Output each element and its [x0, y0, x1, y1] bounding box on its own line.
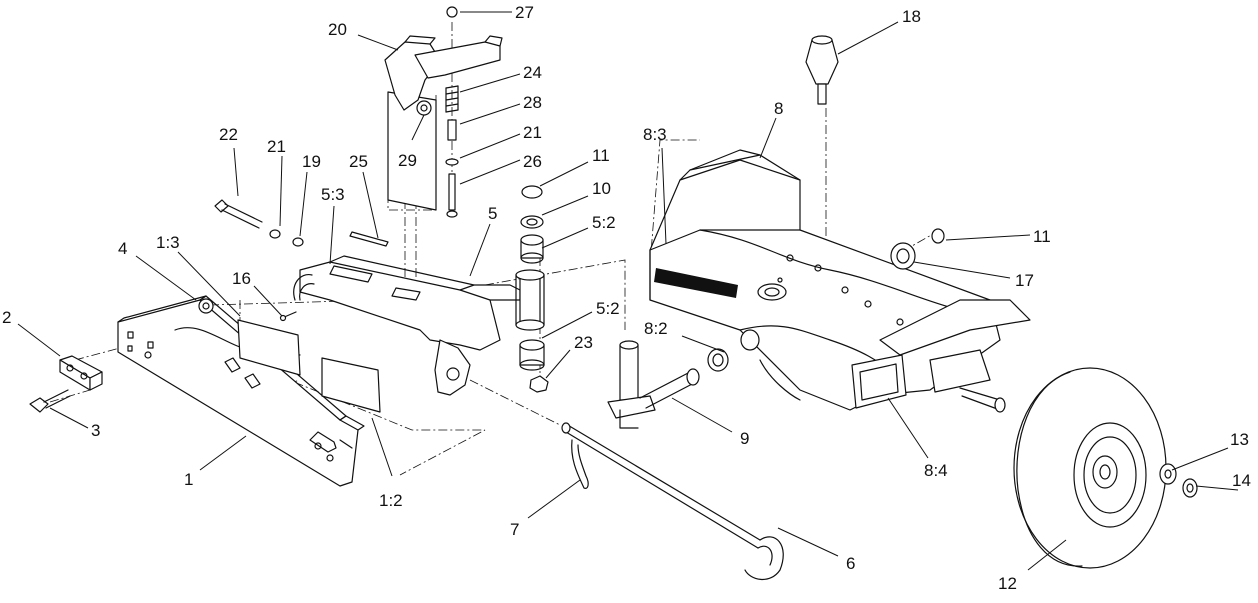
ring-and-bearing-right [890, 228, 945, 270]
callout-16: 16 [232, 269, 251, 288]
nut-part-4 [198, 298, 214, 314]
callout-11-right: 11 [1033, 227, 1051, 246]
callout-1-2: 1:2 [379, 491, 403, 510]
main-frame-part-8 [649, 149, 1031, 411]
caster-spindle-part-9 [607, 329, 801, 429]
callout-25: 25 [349, 152, 368, 171]
side-plate-part-1 [117, 295, 365, 487]
hair-pin-clip-part-7 [571, 439, 589, 489]
spring-pin-stack [445, 6, 459, 218]
callout-5-2-lower: 5:2 [596, 299, 620, 318]
callout-24: 24 [523, 63, 542, 82]
decal-parts-1-2-1-3 [237, 319, 381, 413]
callout-21-upper: 21 [523, 123, 542, 142]
callout-5: 5 [488, 204, 497, 223]
callout-19: 19 [302, 152, 321, 171]
callout-8-2: 8:2 [644, 319, 668, 338]
callout-27: 27 [515, 3, 534, 22]
small-hardware-left [214, 199, 389, 322]
knob-part-18 [805, 35, 839, 105]
pin-part-6 [561, 422, 784, 580]
callout-23: 23 [574, 333, 593, 352]
callout-17: 17 [1015, 271, 1034, 290]
mount-plate-part-2 [59, 355, 103, 391]
callout-5-2-upper: 5:2 [592, 213, 616, 232]
callout-1-3: 1:3 [156, 233, 180, 252]
callout-2: 2 [2, 308, 11, 327]
callout-28: 28 [523, 93, 542, 112]
leader-lines [17, 11, 1239, 571]
callout-11-upper: 11 [592, 146, 610, 165]
pivot-arm-part-5 [293, 255, 545, 396]
bushings-and-rings [519, 185, 549, 393]
callout-5-3: 5:3 [321, 185, 345, 204]
callout-7: 7 [510, 520, 519, 539]
callout-29: 29 [398, 151, 417, 170]
callout-9: 9 [740, 429, 749, 448]
callout-20: 20 [328, 20, 347, 39]
callout-14: 14 [1232, 471, 1251, 490]
callout-8-3: 8:3 [643, 125, 667, 144]
callout-21-left: 21 [267, 137, 286, 156]
handle-bracket-part-20 [384, 35, 503, 211]
callout-6: 6 [846, 554, 855, 573]
callout-26: 26 [523, 152, 542, 171]
bolt-part-3 [29, 389, 71, 413]
wheel-part-12 [959, 367, 1198, 569]
callout-18: 18 [902, 7, 921, 26]
callout-12: 12 [998, 574, 1017, 593]
callout-labels: 20 27 24 28 21 26 29 18 8 8:3 22 21 19 2… [2, 3, 1251, 593]
callout-1: 1 [184, 470, 193, 489]
callout-4: 4 [118, 239, 127, 258]
callout-13: 13 [1230, 430, 1249, 449]
callout-22: 22 [219, 125, 238, 144]
callout-3: 3 [91, 421, 100, 440]
callout-8-4: 8:4 [924, 461, 948, 480]
callout-8: 8 [774, 99, 783, 118]
callout-10: 10 [592, 179, 611, 198]
